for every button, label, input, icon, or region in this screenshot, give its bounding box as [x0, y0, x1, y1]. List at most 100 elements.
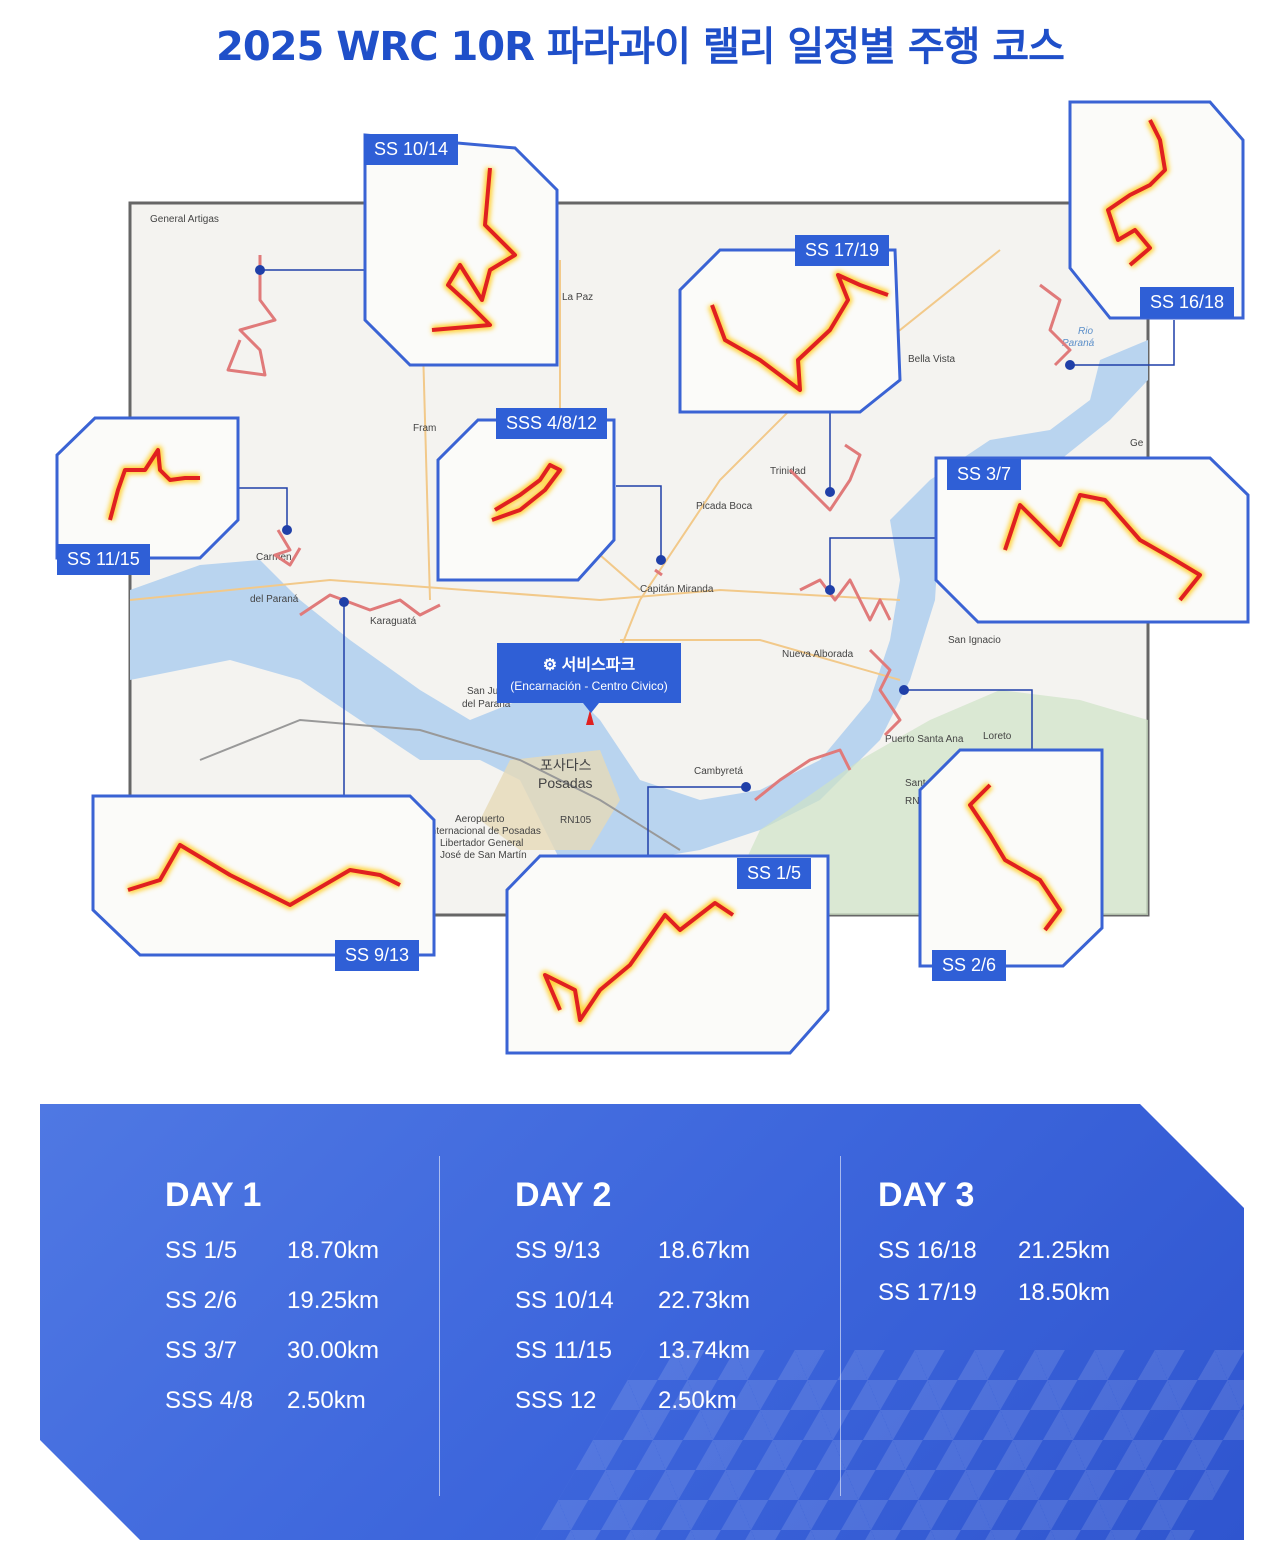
stage-distance: 2.50km: [658, 1387, 737, 1414]
marker-ss3: [825, 585, 835, 595]
label-rn1: RN1: [905, 796, 925, 807]
label-ss2-6: SS 2/6: [932, 950, 1007, 981]
stage-name: SS 1/5: [165, 1237, 238, 1264]
label-ss1-5: SS 1/5: [737, 858, 812, 889]
marker-ss11: [282, 525, 292, 535]
route-trace-sss: [654, 568, 663, 577]
inset-ss1-5: [505, 854, 830, 1055]
stage-name: SS 16/18: [878, 1237, 977, 1264]
stage-row: SS 11/15 13.74km: [515, 1337, 750, 1387]
divider: [439, 1156, 440, 1496]
stage-row: SSS 4/8 2.50km: [165, 1387, 379, 1437]
route-trace-ss11: [273, 529, 302, 567]
label-san-juan-parana: del Paraná: [462, 699, 511, 710]
city-posadas: [480, 750, 620, 850]
stage-row: SSS 12 2.50km: [515, 1387, 750, 1437]
stage-distance: 30.00km: [287, 1337, 380, 1364]
marker-sss4: [656, 555, 666, 565]
inset-ss10-14: [363, 133, 559, 367]
route-trace-ss1: [754, 748, 852, 802]
service-park-subtitle: (Encarnación - Centro Civico): [510, 679, 668, 693]
stage-name: SS 9/13: [515, 1237, 601, 1264]
stage-name: SS 2/6: [165, 1287, 238, 1314]
day1-title: DAY 1: [165, 1176, 262, 1214]
label-loreto: Loreto: [983, 731, 1012, 742]
schedule-panel: [40, 1104, 1244, 1540]
service-park-title: 서비스파크: [561, 657, 636, 674]
label-aeropuerto-4: José de San Martín: [440, 850, 527, 861]
label-ss9-13: SS 9/13: [335, 940, 420, 971]
label-parana: Paraná: [1062, 338, 1095, 349]
stage-distance: 18.70km: [287, 1237, 380, 1264]
stage-name: SSS 4/8: [165, 1387, 254, 1414]
stage-name: SS 11/15: [515, 1337, 612, 1364]
stage-distance: 18.50km: [1018, 1279, 1111, 1306]
stage-distance: 22.73km: [658, 1287, 751, 1314]
label-aeropuerto-2: Internacional de Posadas: [428, 826, 541, 837]
stage-row: SS 1/5 18.70km: [165, 1237, 379, 1287]
label-posadas-kr: 포사다스: [540, 757, 592, 773]
label-santa: Santa: [905, 778, 932, 789]
stage-name: SS 10/14: [515, 1287, 614, 1314]
route-trace-ss17: [788, 443, 862, 512]
service-park-callout: ⚙ 서비스파크 (Encarnación - Centro Civico): [497, 643, 681, 713]
marker-ss2: [899, 685, 909, 695]
stage-name: SSS 12: [515, 1387, 597, 1414]
stage-distance: 21.25km: [1018, 1237, 1111, 1264]
label-ss3-7: SS 3/7: [947, 459, 1022, 490]
stage-row: SS 9/13 18.67km: [515, 1237, 750, 1287]
label-nueva-alborada: Nueva Alborada: [782, 649, 854, 660]
label-cambyreta: Cambyretá: [694, 766, 743, 777]
river-parana: [130, 340, 1148, 860]
inset-ss11-15: [55, 416, 240, 560]
inset-ss2-6: [918, 748, 1104, 968]
label-general-artigas: General Artigas: [150, 214, 219, 225]
label-ss10-14: SS 10/14: [364, 134, 459, 165]
label-sss4-8-12: SSS 4/8/12: [496, 408, 608, 439]
marker-ss1: [741, 782, 751, 792]
label-fram: Fram: [413, 423, 436, 434]
label-carmen-parana: del Paraná: [250, 594, 299, 605]
stage-distance: 18.67km: [658, 1237, 751, 1264]
day3-title: DAY 3: [878, 1176, 975, 1214]
label-la-paz: La Paz: [562, 292, 593, 303]
label-posadas: Posadas: [538, 775, 592, 791]
day2-title: DAY 2: [515, 1176, 612, 1214]
inset-ss17-19: [678, 248, 902, 414]
label-trinidad: Trinidad: [770, 466, 806, 477]
inset-ss16-18: [1068, 100, 1245, 320]
label-aeropuerto: Aeropuerto: [455, 814, 505, 825]
label-karaguata: Karaguatá: [370, 616, 417, 627]
label-picada-boca: Picada Boca: [696, 501, 753, 512]
rally-map: General Artigas La Paz Fram Bella Vista …: [55, 100, 1250, 1055]
gear-icon: ⚙: [542, 657, 558, 674]
label-rio: Rio: [1078, 326, 1093, 337]
stage-distance: 2.50km: [287, 1387, 366, 1414]
label-puerto-santa-ana: Puerto Santa Ana: [885, 734, 964, 745]
label-san-juan: San Ju: [467, 686, 498, 697]
page-title: 2025 WRC 10R 파라과이 랠리 일정별 주행 코스: [216, 24, 1065, 70]
stage-distance: 13.74km: [658, 1337, 751, 1364]
service-park-marker: [586, 710, 594, 725]
stage-name: SS 3/7: [165, 1337, 238, 1364]
marker-ss10: [255, 265, 265, 275]
label-ge: Ge: [1130, 438, 1144, 449]
label-aeropuerto-3: Libertador General: [440, 838, 523, 849]
marker-ss16: [1065, 360, 1075, 370]
label-bella-vista: Bella Vista: [908, 354, 956, 365]
divider: [840, 1156, 841, 1496]
label-ss17-19: SS 17/19: [795, 235, 890, 266]
label-rn105: RN105: [560, 815, 592, 826]
route-trace-ss16: [1039, 283, 1072, 367]
stage-name: SS 17/19: [878, 1279, 977, 1306]
label-san-ignacio: San Ignacio: [948, 635, 1001, 646]
marker-ss9: [339, 597, 349, 607]
inset-sss4-8-12: [436, 418, 616, 582]
route-trace-ss10: [226, 255, 277, 377]
marker-ss17: [825, 487, 835, 497]
stage-row: SS 16/18 21.25km: [878, 1237, 1110, 1279]
route-trace-ss2: [868, 648, 902, 737]
label-capitan-miranda: Capitán Miranda: [640, 584, 714, 595]
route-trace-ss9: [299, 593, 441, 617]
